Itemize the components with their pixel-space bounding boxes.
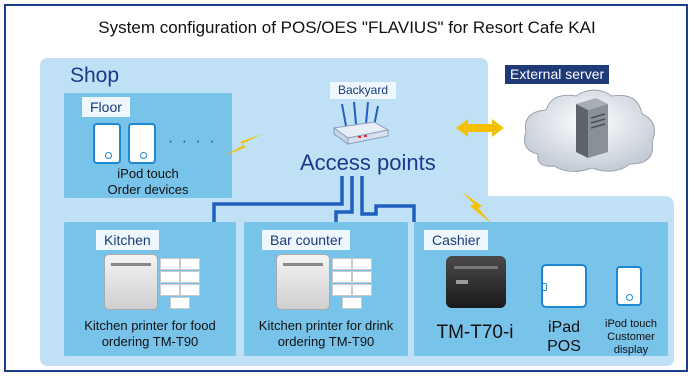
access-points-label: Access points <box>300 150 436 175</box>
ticket <box>352 284 372 296</box>
ipod-order-device-1 <box>93 123 121 164</box>
printer-badge <box>456 280 468 284</box>
lightning-bolt-icon <box>224 134 262 156</box>
home-button-icon <box>626 294 633 301</box>
ticket <box>180 284 200 296</box>
kitchen-caption-1: Kitchen printer for food <box>84 318 216 333</box>
floor-caption-2: Order devices <box>107 182 189 197</box>
ticket <box>160 271 180 283</box>
backyard-label: Backyard <box>330 82 397 99</box>
ticket <box>332 258 352 270</box>
external-server-label: External server <box>505 65 610 84</box>
bar-caption-2: ordering TM-T90 <box>277 334 375 349</box>
paper-slot <box>454 266 498 269</box>
ipod-order-device-2 <box>128 123 156 164</box>
ipad-caption-2: POS <box>547 338 581 355</box>
printer-icon <box>446 256 506 308</box>
order-tickets <box>332 258 372 309</box>
paper-slot <box>283 263 323 266</box>
ticket <box>160 284 180 296</box>
home-button-icon <box>542 283 547 291</box>
bar-counter-label: Bar counter <box>262 230 351 250</box>
ticket <box>180 258 200 270</box>
lightning-bolt-icon <box>462 192 492 224</box>
ticket <box>342 297 362 309</box>
server-icon <box>576 98 608 158</box>
printer-icon <box>276 254 330 310</box>
ipod-caption-2: Customer <box>607 331 655 343</box>
home-button-icon <box>140 152 147 159</box>
paper-slot <box>111 263 151 266</box>
diagram-title: System configuration of POS/OES "FLAVIUS… <box>98 18 596 37</box>
router-icon <box>332 101 390 145</box>
more-devices-ellipsis: · · · · <box>168 133 217 150</box>
double-arrow-icon <box>456 119 504 137</box>
ticket <box>180 271 200 283</box>
home-button-icon <box>105 152 112 159</box>
shop-label: Shop <box>70 64 120 87</box>
ipod-icon <box>616 266 642 306</box>
ipod-caption-1: iPod touch <box>605 318 657 330</box>
cashier-label: Cashier <box>424 230 489 250</box>
ipod-caption-3: display <box>613 344 649 356</box>
kitchen-caption-2: ordering TM-T90 <box>101 334 199 349</box>
printer-icon <box>104 254 158 310</box>
ticket <box>332 271 352 283</box>
kitchen-label: Kitchen <box>96 230 159 250</box>
ticket <box>332 284 352 296</box>
ticket <box>352 258 372 270</box>
cashier-printer-caption: TM-T70-i <box>436 322 514 343</box>
bar-caption-1: Kitchen printer for drink <box>258 318 394 333</box>
ipad-icon <box>541 264 587 308</box>
ticket <box>170 297 190 309</box>
order-tickets <box>160 258 200 309</box>
ticket <box>160 258 180 270</box>
floor-label: Floor <box>82 97 130 117</box>
floor-caption-1: iPod touch <box>117 166 179 181</box>
ticket <box>352 271 372 283</box>
ipad-caption-1: iPad <box>547 319 581 336</box>
